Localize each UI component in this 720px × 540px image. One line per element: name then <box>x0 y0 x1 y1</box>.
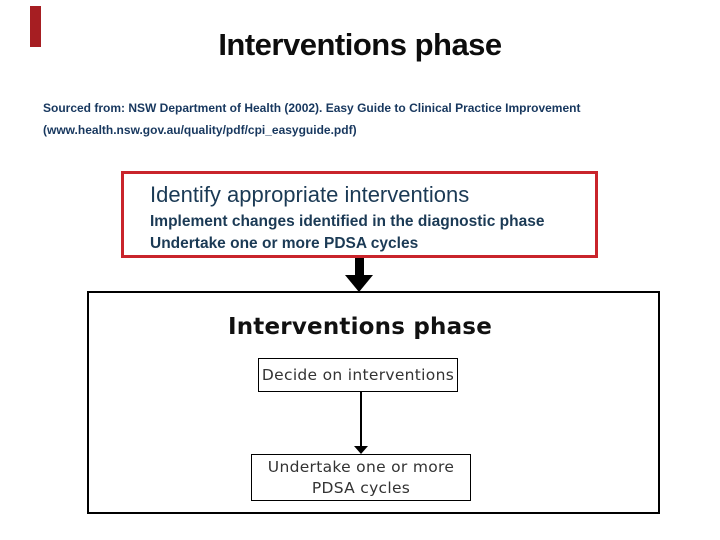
callout-heading: Identify appropriate interventions <box>150 182 470 207</box>
down-arrow-shaft <box>355 258 364 276</box>
callout-point-1: Implement changes identified in the diag… <box>150 213 545 230</box>
diagram-step-decide-box: Decide on interventions <box>258 358 458 392</box>
slide-title: Interventions phase <box>218 27 502 62</box>
diagram-step-pdsa-box: Undertake one or more PDSA cycles <box>251 454 471 501</box>
connector-arrow-icon <box>354 392 368 454</box>
callout-point-2: Undertake one or more PDSA cycles <box>150 235 419 252</box>
diagram-title: Interventions phase <box>227 314 493 340</box>
source-citation: Sourced from: NSW Department of Health (… <box>43 97 643 141</box>
diagram-step-decide-label: Decide on interventions <box>261 365 455 384</box>
accent-bar <box>30 6 41 47</box>
callout-box: Identify appropriate interventions Imple… <box>121 171 598 258</box>
connector-arrow-shaft <box>360 392 362 447</box>
down-arrow-head <box>345 275 373 292</box>
diagram-step-pdsa-label: Undertake one or more PDSA cycles <box>267 457 455 497</box>
connector-arrow-head <box>354 446 368 454</box>
source-citation-line-1: Sourced from: NSW Department of Health (… <box>43 101 581 115</box>
down-arrow-icon <box>345 258 373 292</box>
source-citation-line-2: (www.health.nsw.gov.au/quality/pdf/cpi_e… <box>43 123 357 137</box>
